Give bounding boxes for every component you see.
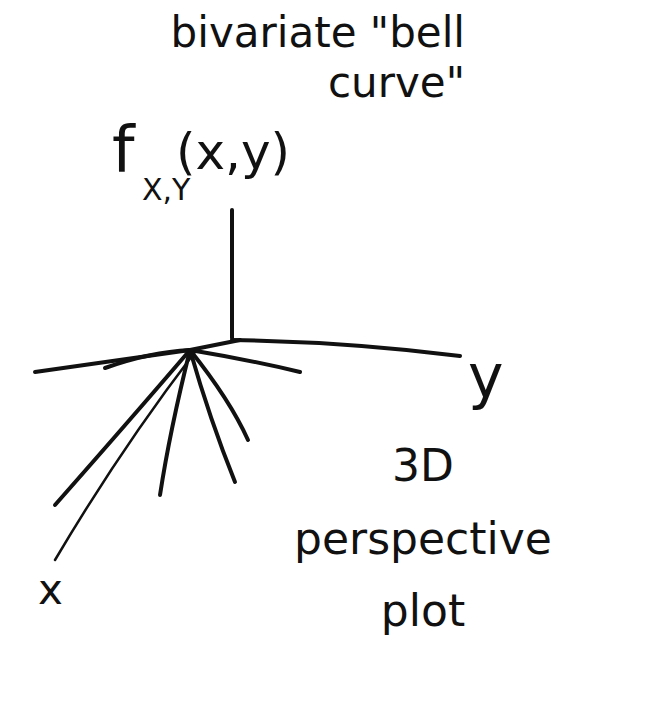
function-arguments: (x,y) — [176, 122, 290, 182]
function-name: f — [112, 112, 135, 189]
surface-line — [55, 350, 190, 505]
surface-line — [35, 350, 190, 372]
title-note: bivariate "bell curve" — [35, 8, 465, 109]
x-axis — [55, 352, 195, 560]
surface-line — [190, 350, 235, 482]
plot-note: 3D perspective plot — [268, 430, 578, 648]
axis-label: x — [38, 565, 63, 615]
z-axis — [230, 210, 234, 338]
surface-line — [190, 350, 248, 440]
y-axis — [232, 340, 460, 356]
surface-line — [190, 340, 240, 350]
surface-line — [105, 350, 190, 368]
axis-label: y — [468, 340, 504, 412]
surface-line — [160, 350, 190, 495]
